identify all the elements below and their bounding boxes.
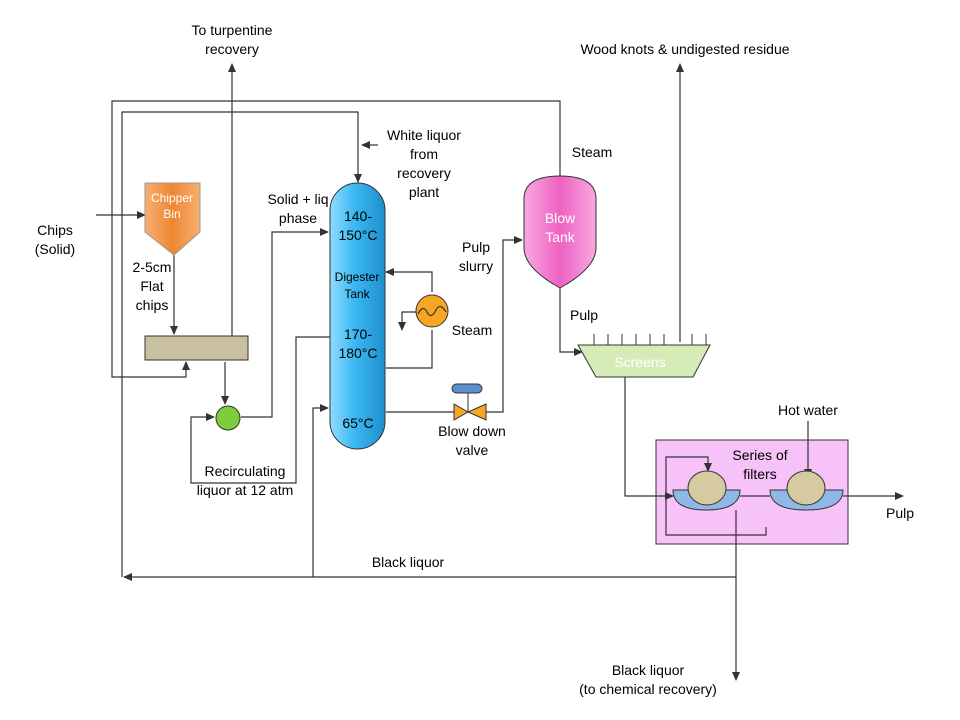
label-black-liquor: Black liquor [371,554,445,570]
filter-drum-icon [672,470,741,511]
label-recirculating-liquor: Recirculating liquor at 12 atm [196,463,294,498]
digester-tank [329,182,386,450]
label-digester-temp-top: 140- 150°C [338,208,378,243]
label-wood-knots: Wood knots & undigested residue [580,41,790,57]
label-solid-liquid-phase: Solid + liq phase [267,191,329,226]
label-series-of-filters: Series of filters [732,447,788,482]
label-steam-heater: Steam [451,322,493,338]
label-black-liquor-recovery: Black liquor (to chemical recovery) [579,662,717,697]
label-digester-tank: Digester Tank [334,270,380,301]
label-digester-temp-bottom: 65°C [342,415,374,431]
label-chipper-bin: Chipper Bin [150,191,194,221]
filter-drum-icon [769,470,844,511]
label-pulp-slurry: Pulp slurry [458,239,494,274]
screens [577,334,711,378]
label-flat-chips: 2-5cm Flat chips [132,259,172,313]
chipper-bin [144,182,201,256]
label-screens: Screens [614,354,666,370]
label-chips: Chips (Solid) [34,222,76,257]
label-white-liquor: White liquor from recovery plant [387,127,461,200]
label-pulp-out: Pulp [885,505,915,521]
label-turpentine-recovery: To turpentine recovery [191,22,273,57]
label-blow-down-valve: Blow down valve [438,423,506,458]
label-steam-blow: Steam [571,144,613,160]
label-pulp-to-screens: Pulp [569,307,599,323]
label-hot-water: Hot water [778,402,838,418]
piping [96,63,904,681]
pump-icon [215,405,241,431]
heat-exchanger-icon [415,294,449,328]
chip-feeder [144,335,249,361]
blow-tank [523,175,597,289]
valve-icon [451,383,487,421]
label-blow-tank: Blow Tank [544,210,576,245]
label-digester-temp-mid: 170- 180°C [338,326,378,361]
